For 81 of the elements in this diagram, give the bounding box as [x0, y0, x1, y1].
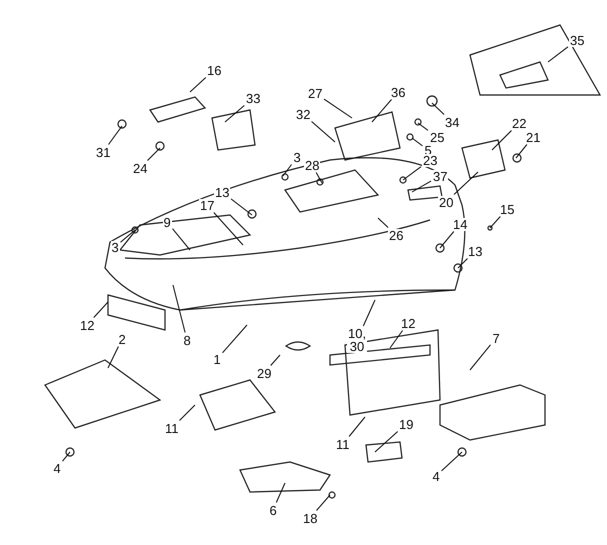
callout-number: 11 [164, 422, 180, 434]
callout-number: 13 [467, 244, 484, 258]
callout-number: 16 [206, 64, 222, 76]
callout-number: 3 [292, 150, 302, 164]
callout-number: 4 [432, 470, 441, 482]
leader-line [548, 46, 568, 62]
leader-line [402, 166, 422, 180]
leader-line [516, 144, 528, 158]
callout-number: 23 [422, 154, 438, 166]
leader-line [282, 164, 292, 176]
callout-number: 34 [444, 116, 460, 128]
callout-number: 11 [335, 438, 350, 450]
leader-line [222, 324, 248, 354]
callout-number: 31 [95, 146, 112, 158]
callout-number: 17 [199, 198, 216, 212]
callout-number: 22 [511, 116, 528, 130]
leader-line [490, 216, 501, 228]
leader-line [432, 102, 445, 115]
leader-line [412, 180, 432, 192]
leader-line [147, 148, 160, 161]
callout-number: 33 [245, 92, 262, 104]
callout-number: 4 [52, 462, 62, 474]
callout-number: 12 [79, 318, 96, 332]
callout-number: 37 [432, 170, 448, 182]
leader-line [470, 344, 491, 370]
leader-line [372, 99, 392, 122]
leader-line [492, 130, 512, 150]
callout-number: 18 [302, 512, 318, 524]
leader-line [276, 482, 286, 503]
leader-line [224, 105, 245, 122]
callout-number: 7 [492, 332, 501, 344]
leader-line [120, 230, 136, 243]
callout-number: 25 [429, 130, 446, 144]
callout-number: 6 [268, 504, 278, 516]
callout-number: 21 [525, 130, 542, 144]
leader-line [316, 494, 330, 511]
leader-line [378, 218, 389, 228]
callout-number: 24 [132, 162, 148, 174]
leader-line [390, 330, 404, 348]
leader-line [172, 284, 186, 333]
leader-line [454, 172, 478, 195]
callout-number: 28 [304, 158, 320, 172]
leader-line [311, 121, 336, 142]
leader-line [374, 431, 398, 452]
leader-line [316, 172, 322, 184]
leader-line [213, 212, 244, 246]
leader-line [458, 258, 468, 268]
callout-number: 29 [256, 366, 272, 380]
callout-number: 8 [182, 334, 192, 346]
callout-number: 32 [295, 108, 312, 120]
callout-number: 35 [569, 34, 586, 46]
callout-number: 10, 30 [347, 327, 367, 353]
callout-number: 12 [400, 316, 416, 330]
callout-number: 27 [307, 86, 324, 100]
callout-number: 13 [214, 186, 230, 198]
callout-number: 3 [110, 240, 120, 254]
leader-line [441, 452, 462, 472]
callout-number: 1 [212, 352, 222, 366]
callout-number: 14 [452, 218, 468, 230]
callout-number: 19 [398, 418, 414, 430]
callout-number: 2 [118, 332, 127, 346]
leader-line [412, 138, 423, 146]
leader-line [108, 346, 119, 368]
leader-line [172, 228, 190, 250]
leader-line [440, 231, 454, 248]
leader-line [348, 416, 366, 437]
callout-number: 20 [438, 196, 454, 208]
leader-line [230, 198, 252, 216]
leader-line [179, 404, 196, 421]
leader-line [362, 300, 376, 326]
leader-line [324, 98, 352, 118]
callout-number: 26 [388, 228, 404, 242]
leader-line [418, 122, 428, 131]
leader-line [190, 77, 206, 92]
leader-line [270, 354, 280, 366]
leader-line [62, 452, 70, 462]
leader-line [108, 126, 122, 145]
leader-line [93, 302, 108, 318]
callout-number: 9 [162, 216, 172, 228]
callout-number: 15 [499, 202, 516, 216]
callout-number: 36 [390, 86, 406, 98]
